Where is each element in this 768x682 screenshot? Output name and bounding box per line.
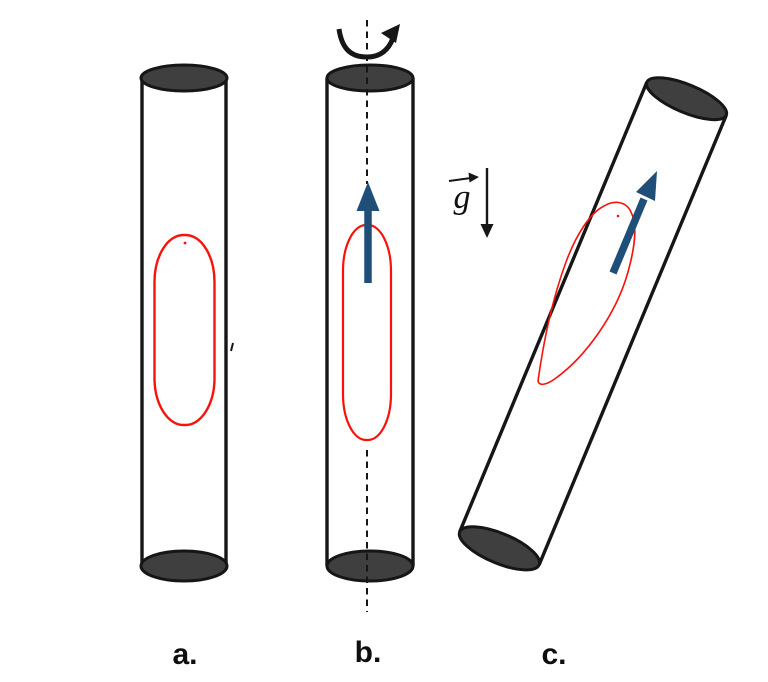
cylinder-a xyxy=(139,63,234,583)
gravity-down-arrow-head xyxy=(480,224,494,238)
bubble-c-speck xyxy=(616,214,620,218)
cylinder-c xyxy=(457,76,729,572)
rotation-arrow-arc xyxy=(336,28,396,60)
label-panel-c: c. xyxy=(541,638,566,671)
bubble-c-outline xyxy=(537,201,636,386)
gravity-vector-overbar-head xyxy=(468,172,479,183)
cylinder-c-right-side xyxy=(537,114,728,566)
cylinder-c-top-cap xyxy=(645,76,729,122)
stray-tick-mark xyxy=(230,342,234,352)
buoyancy-arrow-b-head xyxy=(356,182,380,211)
label-panel-a: a. xyxy=(172,638,197,671)
gravity-annotation: g xyxy=(448,168,494,238)
bubble-a-outline xyxy=(153,233,216,427)
gravity-vector-overbar-line xyxy=(448,177,472,182)
cylinder-b xyxy=(325,20,415,612)
cylinder-b-bottom-cap xyxy=(325,549,415,583)
cylinder-b-top-cap xyxy=(325,63,415,93)
bubble-a-speck xyxy=(183,241,187,245)
cylinder-c-left-side xyxy=(458,81,649,533)
gravity-symbol: g xyxy=(454,179,471,216)
cylinder-c-bottom-cap xyxy=(457,525,542,572)
rotation-arrow-head xyxy=(381,24,400,43)
cylinder-a-top-cap xyxy=(139,63,229,93)
cylinder-a-bottom-cap xyxy=(139,549,229,583)
label-panel-b: b. xyxy=(355,636,382,669)
buoyancy-arrow-c-shaft xyxy=(609,197,648,275)
buoyancy-arrow-c-head xyxy=(636,171,657,201)
